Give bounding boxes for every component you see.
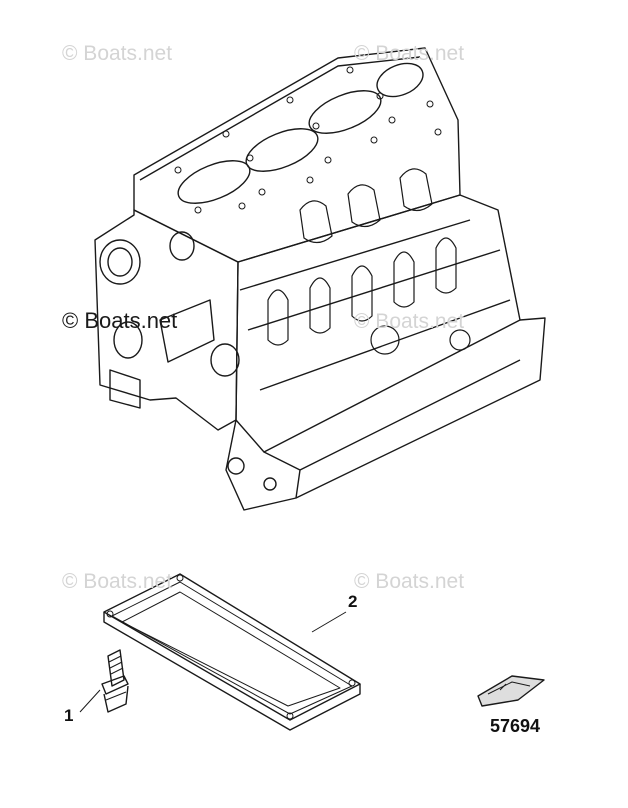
watermark: © Boats.net — [62, 308, 178, 333]
watermark: © Boats.net — [354, 42, 465, 65]
watermark: © Boats.net — [354, 310, 465, 333]
figure-number: 57694 — [490, 716, 541, 736]
callout-oil-pan: 2 — [348, 592, 358, 611]
engine-block-illustration — [94, 47, 546, 511]
engine-locator-thumbnail — [477, 675, 545, 707]
callout-bolt: 1 — [64, 706, 74, 725]
watermark: © Boats.net — [62, 570, 173, 593]
bolt-illustration — [79, 649, 129, 713]
oil-pan-gasket-illustration — [103, 573, 361, 731]
watermark: © Boats.net — [354, 570, 465, 593]
watermark: © Boats.net — [62, 42, 173, 65]
